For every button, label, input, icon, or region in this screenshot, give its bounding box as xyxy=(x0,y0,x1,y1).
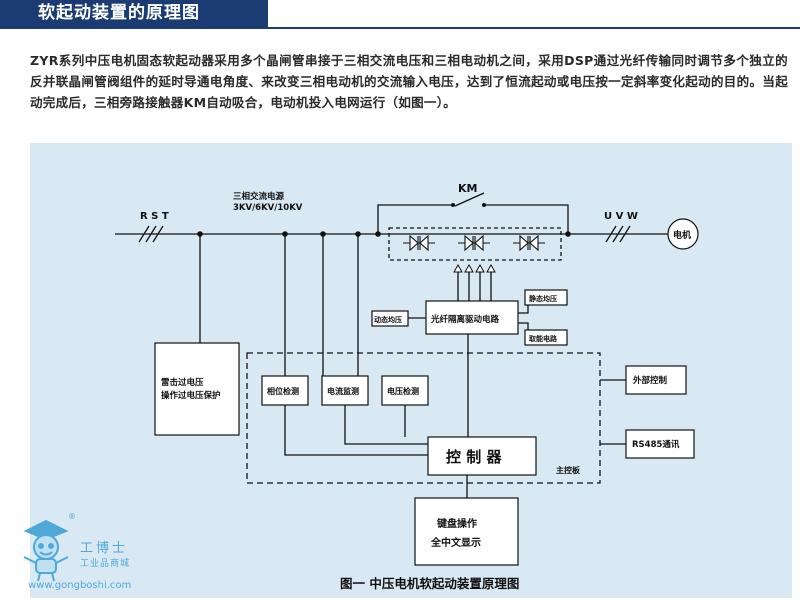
thyristor-box xyxy=(388,227,562,261)
static-balance-label: 静态均压 xyxy=(529,294,557,303)
diagram-caption: 图一 中压电机软起动装置原理图 xyxy=(340,576,519,591)
external-control-box xyxy=(625,365,687,395)
header: 软起动装置的原理图 xyxy=(0,0,800,29)
optic-driver-label: 光纤隔离驱动电路 xyxy=(430,314,500,325)
main-board-label: 主控板 xyxy=(556,465,581,475)
link-current-controller xyxy=(344,405,428,445)
junction-dot-voltage xyxy=(355,231,361,237)
rs485-label: RS485通讯 xyxy=(632,439,680,450)
thyristor-3-icon xyxy=(513,234,545,252)
trigger-arrow-2-icon xyxy=(464,263,474,273)
intro-paragraph: ZYR系列中压电机固态软起动器采用多个晶闸管串接于三相交流电压和三相电动机之间，… xyxy=(30,53,788,110)
km-bypass-left xyxy=(377,204,452,234)
trigger-arrow-3-icon xyxy=(475,263,485,273)
km-contact-switch xyxy=(454,192,485,207)
km-bypass-right xyxy=(484,204,569,234)
protection-label-line2: 操作过电压保护 xyxy=(161,390,221,401)
phase-detect-label: 相位检测 xyxy=(267,386,299,396)
keyboard-label-line1: 键盘操作 xyxy=(436,517,477,530)
header-rule xyxy=(0,27,800,29)
motor-label: 电机 xyxy=(673,229,691,241)
header-bar xyxy=(0,0,268,27)
trigger-arrow-4-icon xyxy=(486,263,496,273)
watermark-subtitle: 工业品商城 xyxy=(80,559,131,569)
km-contact-dot-right xyxy=(482,203,486,207)
watermark-name: 工博士 xyxy=(80,541,129,556)
supply-label-line2: 3KV/6KV/10KV xyxy=(233,203,303,213)
external-control-label: 外部控制 xyxy=(632,375,668,386)
thyristor-1-icon xyxy=(403,234,435,252)
protection-box xyxy=(154,342,240,436)
protection-label-line1: 雷击过电压 xyxy=(161,377,204,388)
voltage-detect-label: 电压检测 xyxy=(387,386,419,396)
junction-dot-km-left xyxy=(375,231,381,237)
km-label: KM xyxy=(458,182,477,195)
rst-phase-marks xyxy=(138,225,164,243)
keyboard-box xyxy=(414,497,519,566)
watermark-url: www.gongboshi.com xyxy=(28,580,132,591)
main-board-box xyxy=(246,352,601,484)
link-static xyxy=(518,302,529,314)
keyboard-label-line2: 全中文显示 xyxy=(430,536,481,549)
voltage-detect-box xyxy=(381,375,429,406)
rst-label: R S T xyxy=(140,211,169,222)
page-title: 软起动装置的原理图 xyxy=(38,3,200,23)
watermark-registered: ® xyxy=(68,512,76,521)
uvw-label: U V W xyxy=(604,211,638,222)
junction-dot-protection xyxy=(197,231,203,237)
supply-label-line1: 三相交流电源 xyxy=(233,191,285,202)
controller-box xyxy=(427,436,537,476)
controller-label: 控 制 器 xyxy=(446,448,502,466)
optic-driver-box xyxy=(425,300,519,335)
uvw-phase-marks xyxy=(605,225,631,243)
junction-dot-current xyxy=(320,231,326,237)
current-detect-label: 电流监测 xyxy=(327,386,359,396)
km-contact-dot-left xyxy=(451,203,455,207)
energy-circuit-box xyxy=(524,329,568,346)
junction-dot-phase xyxy=(282,231,288,237)
motor-circle xyxy=(667,218,699,250)
current-detect-box xyxy=(321,375,369,406)
trigger-arrow-1-icon xyxy=(453,263,463,273)
junction-dot-km-right xyxy=(565,231,571,237)
mascot-logo-icon xyxy=(23,519,69,582)
phase-detect-box xyxy=(261,375,309,406)
static-balance-box xyxy=(524,289,568,306)
dynamic-balance-box xyxy=(371,310,409,327)
thyristor-2-icon xyxy=(458,234,490,252)
link-phase-controller xyxy=(284,405,428,456)
energy-circuit-label: 取能电路 xyxy=(529,334,558,343)
rs485-box xyxy=(625,429,695,459)
dynamic-balance-label: 动态均压 xyxy=(374,315,402,324)
